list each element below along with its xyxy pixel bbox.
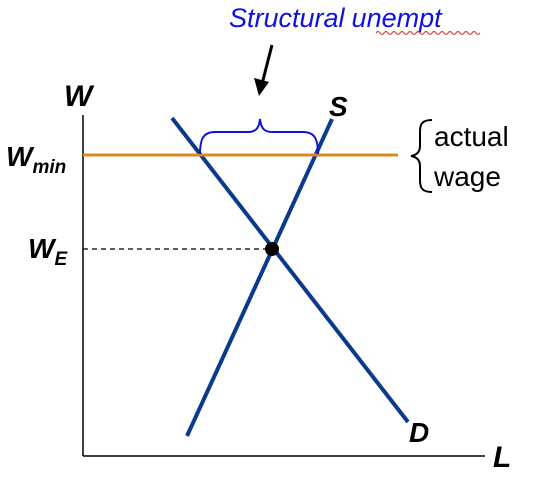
actual-wage-brace (410, 119, 433, 193)
equilibrium-wage-label: WE (28, 233, 68, 270)
supply-curve (185, 118, 334, 437)
demand-label: D (409, 417, 429, 448)
demand-curve (170, 116, 410, 424)
annotation-word-unempt: unempt (352, 3, 444, 33)
annotation-arrow-shaft (260, 44, 274, 85)
supply-label: S (329, 91, 348, 122)
min-wage-label-main: W (6, 141, 35, 172)
x-axis-label: L (493, 441, 511, 474)
min-wage-label-sub: min (32, 157, 66, 178)
annotation-word-structural: Structural (229, 3, 346, 33)
equilibrium-wage-label-main: W (28, 233, 57, 264)
y-axis-label: W (64, 80, 95, 113)
actual-wage-label-line2: wage (433, 161, 501, 192)
actual-wage-label-line1: actual (434, 121, 509, 152)
unemployment-brace (199, 118, 319, 155)
spellcheck-underline (375, 31, 481, 35)
equilibrium-point (265, 242, 279, 256)
min-wage-label: Wmin (6, 141, 66, 178)
annotation-arrow-head (254, 78, 269, 96)
equilibrium-wage-label-sub: E (54, 249, 68, 270)
